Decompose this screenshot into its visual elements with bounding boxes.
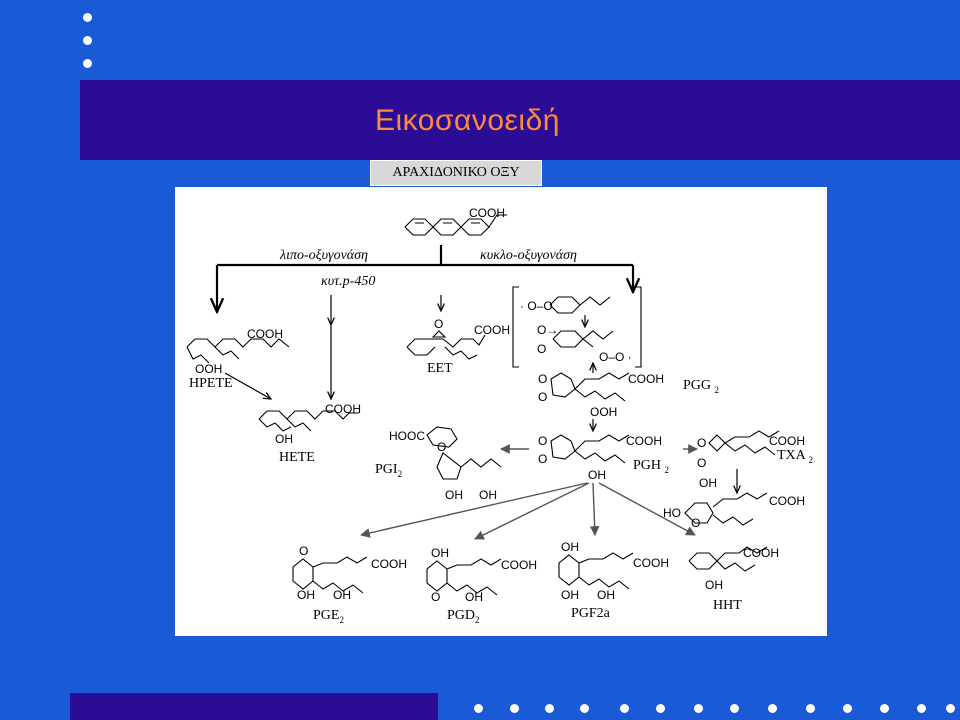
pgi2-structure: HOOC O OH OH: [389, 426, 502, 502]
bullet-dot: [545, 704, 554, 713]
lipoxygenase-label: λιπο-οξυγονάση: [279, 248, 368, 263]
oh-group: OH: [479, 488, 497, 502]
pge2-structure: O COOH OH OH: [292, 544, 407, 602]
bullet-dot: [83, 13, 92, 22]
eet-structure: O COOH: [406, 317, 510, 360]
source-compound-label: ΑΡΑΧΙΔΟΝΙΚΟ ΟΞΥ: [370, 160, 542, 186]
cooh-group: COOH: [769, 494, 805, 508]
ring-oxygen: O: [691, 516, 700, 530]
keto-oxygen: O: [431, 590, 440, 604]
bullet-dot: [806, 704, 815, 713]
cooh-group: COOH: [628, 372, 664, 386]
ooh-group: OOH: [590, 405, 617, 419]
hete-label: HETE: [279, 450, 315, 465]
title-band: Εικοσανοειδή: [80, 80, 960, 160]
eicosanoid-pathway-diagram: COOH λιπο-οξυγονάση κυκλο-οξυγονάση κυτ.…: [175, 187, 827, 636]
bullet-dot: [768, 704, 777, 713]
oh-group: OH: [561, 540, 579, 554]
pgh2-label: PGH 2: [633, 458, 669, 475]
oh-group: OH: [561, 588, 579, 602]
endoperoxide-oxygen: O: [538, 390, 547, 404]
ooh-group: OOH: [195, 362, 222, 376]
endoperoxide-oxygen: O: [538, 452, 547, 466]
pgg2-label: PGG 2: [683, 378, 719, 395]
cyclooxygenase-label: κυκλο-οξυγονάση: [480, 248, 577, 263]
bullet-dot: [83, 59, 92, 68]
pgi2-label: PGI2: [375, 462, 402, 479]
peroxy-radical-left: · O–O: [520, 299, 553, 313]
txa2-structure: O O COOH: [697, 430, 805, 470]
ring-oxygen: O: [437, 440, 446, 454]
cooh-group: COOH: [626, 434, 662, 448]
bullet-dot: [730, 704, 739, 713]
pgd2-label: PGD2: [447, 608, 480, 625]
oh-group: OH: [597, 588, 615, 602]
pgd2-structure: OH COOH O OH: [426, 546, 537, 604]
ring-oxygen: O: [697, 436, 706, 450]
eet-label: EET: [427, 361, 453, 376]
cooh-group: COOH: [743, 546, 779, 560]
oh-group: OH: [445, 488, 463, 502]
bullet-dot: [580, 704, 589, 713]
hpete-label: HPETE: [189, 376, 233, 391]
slide-title: Εικοσανοειδή: [375, 104, 560, 137]
cooh-group: COOH: [501, 558, 537, 572]
cooh-group: COOH: [325, 402, 361, 416]
bullet-dot: [880, 704, 889, 713]
epoxide-oxygen: O: [434, 317, 443, 331]
cooh-group: COOH: [769, 434, 805, 448]
bullet-dot: [474, 704, 483, 713]
oh-group: OH: [431, 546, 449, 560]
oh-group: OH: [465, 590, 483, 604]
hht-label: HHT: [713, 598, 742, 613]
ring-oxygen: O: [697, 456, 706, 470]
oh-group: OH: [588, 468, 606, 482]
endoperoxide-oxygen: O: [538, 434, 547, 448]
keto-oxygen: O: [299, 544, 308, 558]
pgh2-structure: O O COOH OH: [538, 434, 662, 482]
bullet-dot: [946, 704, 955, 713]
oh-group: OH: [699, 476, 717, 490]
hooc-group: HOOC: [389, 429, 425, 443]
peroxy-radical-right: O–O ·: [599, 350, 632, 364]
txa2-label: TXA 2: [777, 448, 813, 465]
oh-group: OH: [333, 588, 351, 602]
bullet-dot: [83, 36, 92, 45]
hpete-structure: COOH OOH: [186, 327, 290, 376]
bullet-dot: [510, 704, 519, 713]
pgf2a-structure: OH COOH OH OH: [558, 540, 669, 602]
pgf2a-label: PGF2a: [571, 606, 611, 621]
cooh-group: COOH: [469, 206, 505, 220]
bullet-dot: [620, 704, 629, 713]
ho-group: HO: [663, 506, 681, 520]
arachidonic-acid-structure: COOH: [404, 206, 507, 236]
peroxy-oxygen-top: O→: [537, 323, 558, 337]
endoperoxide-oxygen: O: [538, 372, 547, 386]
txb2-structure: OH HO O COOH: [663, 476, 805, 530]
pgg2-structure: O O COOH OOH: [538, 372, 664, 419]
oh-group: OH: [705, 578, 723, 592]
peroxy-oxygen-bottom: O: [537, 342, 546, 356]
cooh-group: COOH: [371, 557, 407, 571]
hht-structure: COOH OH: [688, 546, 779, 592]
oh-group: OH: [275, 432, 293, 446]
pge2-label: PGE2: [313, 608, 344, 625]
cooh-group: COOH: [633, 556, 669, 570]
bullet-dot: [843, 704, 852, 713]
bullet-dot: [656, 704, 665, 713]
oh-group: OH: [297, 588, 315, 602]
hete-structure: COOH OH: [258, 402, 361, 446]
bullet-dot: [694, 704, 703, 713]
cooh-group: COOH: [474, 323, 510, 337]
cooh-group: COOH: [247, 327, 283, 341]
cyp450-label: κυτ.p-450: [321, 274, 375, 289]
bullet-dot: [917, 704, 926, 713]
footer-bar: [70, 693, 438, 720]
